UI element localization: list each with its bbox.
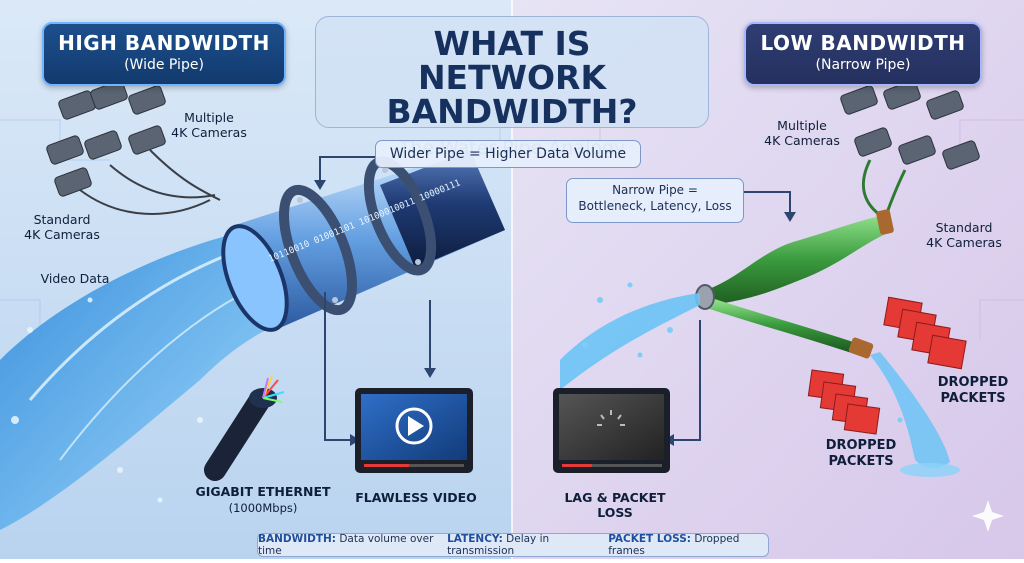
narrow-hose [695,209,894,359]
legend-latency: LATENCY: Delay in transmission [447,533,608,557]
wide-pipe-callout: Wider Pipe = Higher Data Volume [375,140,641,168]
legend-latency-key: LATENCY: [447,533,503,545]
fiber-cable [204,375,285,481]
left-water-stream [0,230,290,530]
high-bandwidth-title: HIGH BANDWIDTH [58,31,270,55]
legend-bandwidth-key: BANDWIDTH: [258,533,336,545]
right-arrows [672,191,791,441]
legend-packet-loss: PACKET LOSS: Dropped frames [608,533,768,557]
right-water-stream [560,293,700,390]
main-title-line1: WHAT IS [433,24,591,63]
gigabit-speed-label: (1000Mbps) [228,501,298,515]
loading-spinner-icon [597,410,625,426]
wide-pipe [221,150,505,332]
dropped-packets-top [883,296,967,370]
left-camera-cluster [46,80,166,197]
legend-packet-loss-value: Dropped frames [608,533,740,557]
legend-bandwidth: BANDWIDTH: Data volume over time [258,533,447,557]
definitions-legend: BANDWIDTH: Data volume over time LATENCY… [257,533,769,557]
lag-video-monitor [553,388,670,473]
main-title-line2: NETWORK BANDWIDTH? [386,58,638,131]
left-camera-cables [79,149,221,215]
left-multiple-cameras-label: Multiple 4K Cameras [171,110,247,140]
gigabit-ethernet-label: GIGABIT ETHERNET [195,484,331,499]
high-bandwidth-subtitle: (Wide Pipe) [124,57,204,73]
dropped-packets-label-2: DROPPED PACKETS [825,438,897,469]
video-data-label: Video Data [40,271,110,286]
right-standard-cameras-label: Standard 4K Cameras [926,220,1002,250]
right-camera-cluster [840,80,980,170]
narrow-pipe-callout: Narrow Pipe = Bottleneck, Latency, Loss [566,178,744,223]
flawless-video-monitor [355,388,473,473]
low-bandwidth-title: LOW BANDWIDTH [760,31,966,55]
legend-latency-value: Delay in transmission [447,533,550,557]
narrow-pipe-callout-line2: Bottleneck, Latency, Loss [578,199,732,213]
dropped-packets-bottom [807,369,881,435]
main-title-panel: WHAT IS NETWORK BANDWIDTH? The Water Pip… [315,16,709,159]
left-standard-cameras-label: Standard 4K Cameras [24,212,100,242]
lag-packet-loss-label: LAG & PACKET LOSS [564,490,666,520]
narrow-pipe-callout-line1: Narrow Pipe = [612,183,698,197]
low-bandwidth-subtitle: (Narrow Pipe) [815,57,911,73]
sparkle-icon [972,500,1004,532]
flawless-video-label: FLAWLESS VIDEO [355,490,477,505]
legend-bandwidth-value: Data volume over time [258,533,434,557]
legend-packet-loss-key: PACKET LOSS: [608,533,691,545]
dropped-packets-label-1: DROPPED PACKETS [937,375,1009,406]
right-multiple-cameras-label: Multiple 4K Cameras [764,118,840,148]
left-arrows [319,156,431,441]
high-bandwidth-title-panel: HIGH BANDWIDTH (Wide Pipe) [42,22,286,86]
low-bandwidth-title-panel: LOW BANDWIDTH (Narrow Pipe) [744,22,982,86]
